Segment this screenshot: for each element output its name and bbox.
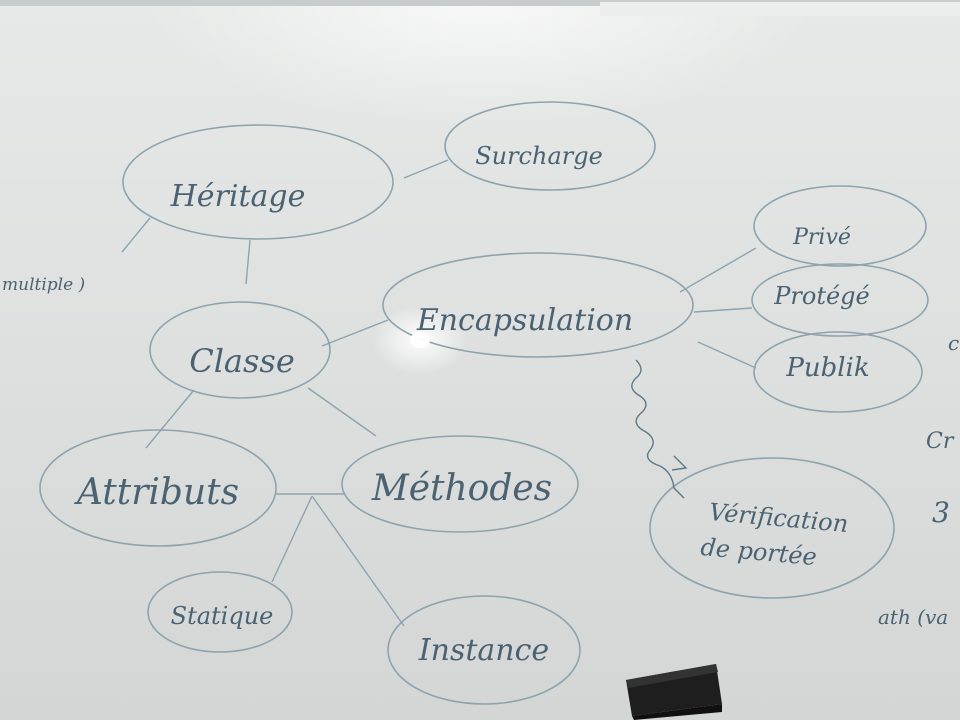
- encapsulation-protege-link: [693, 307, 753, 313]
- encapsulation-bubble: [382, 252, 694, 358]
- protege-label: Protégé: [773, 282, 869, 310]
- attributs-label: Attributs: [74, 472, 239, 513]
- heritage-surcharge-link: [403, 159, 449, 179]
- wavy-arrow-to-verification: [631, 359, 685, 499]
- instance-bubble: [387, 595, 581, 705]
- surcharge-bubble: [444, 101, 656, 191]
- encapsulation-prive-link: [679, 247, 757, 293]
- eraser: [626, 664, 722, 720]
- encapsulation-label: Encapsulation: [416, 303, 633, 338]
- right-margin-note-2: Cr: [926, 429, 955, 454]
- arrow-head: [671, 455, 688, 471]
- methodes-label: Méthodes: [371, 468, 552, 509]
- heritage-bubble: [122, 124, 394, 240]
- multiple-note: multiple ): [2, 275, 85, 295]
- verification-bubble: [649, 457, 895, 599]
- encapsulation-publik-link: [697, 341, 757, 369]
- classe-encapsulation-link: [321, 319, 389, 347]
- publik-label: Publik: [785, 353, 869, 383]
- surcharge-label: Surcharge: [475, 142, 603, 170]
- heritage-multiple-link: [121, 217, 151, 253]
- right-margin-note-3: 3: [932, 496, 950, 529]
- classe-label: Classe: [189, 342, 295, 380]
- statique-label: Statique: [171, 602, 274, 630]
- board-frame-glare: [600, 2, 960, 16]
- heritage-label: Héritage: [170, 179, 306, 214]
- light-reflection: [410, 332, 430, 348]
- link-to-statique: [271, 495, 313, 583]
- publik-bubble: [753, 331, 923, 413]
- protege-bubble: [751, 263, 929, 337]
- classe-methodes-link: [307, 387, 377, 437]
- statique-bubble: [147, 571, 293, 653]
- classe-attributs-link: [145, 389, 195, 449]
- attributs-bubble: [39, 429, 277, 547]
- heritage-classe-link: [245, 239, 251, 285]
- prive-label: Privé: [792, 225, 851, 250]
- methodes-bubble: [341, 435, 579, 533]
- right-margin-note-1: c: [948, 331, 959, 355]
- classe-bubble: [149, 301, 331, 399]
- link-to-instance: [311, 495, 405, 627]
- board-frame: [0, 0, 960, 6]
- right-margin-note-4: ath (va: [878, 605, 948, 629]
- verification-label-line2: de portée: [699, 533, 818, 571]
- prive-bubble: [753, 185, 927, 267]
- verification-label-line1: Vérification: [708, 498, 849, 538]
- instance-label: Instance: [418, 633, 549, 668]
